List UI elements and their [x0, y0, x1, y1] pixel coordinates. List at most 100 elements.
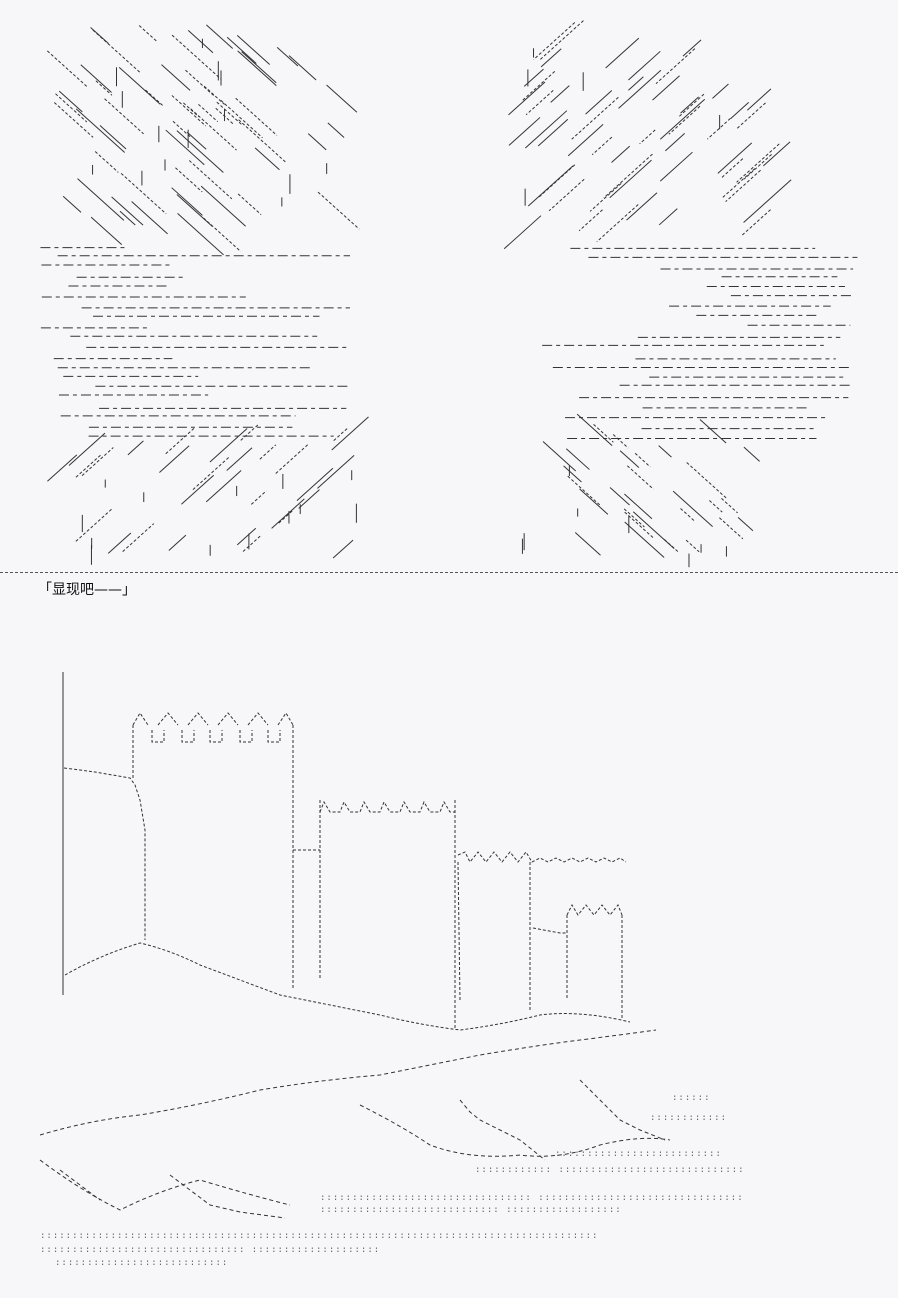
speed-line — [658, 208, 678, 226]
speed-line — [68, 432, 106, 466]
speed-line — [619, 450, 640, 468]
speed-line — [634, 452, 651, 468]
radial-burst-illustration — [40, 20, 858, 568]
speed-line — [579, 488, 609, 515]
speed-line — [236, 527, 257, 546]
dotted-ground-texture: ::::::::::::::::::::::::::::::::::::::::… — [40, 1093, 745, 1268]
speed-line — [240, 423, 260, 441]
speed-line — [659, 151, 693, 182]
speed-line — [522, 70, 556, 101]
speed-line — [298, 489, 320, 509]
speed-line — [237, 50, 277, 87]
speed-line — [725, 169, 761, 203]
speed-line — [332, 539, 354, 559]
speed-line — [550, 85, 570, 103]
speed-line — [220, 99, 263, 139]
speed-line — [190, 108, 237, 151]
speed-line — [563, 465, 582, 483]
speed-line — [712, 83, 729, 99]
speed-line — [238, 119, 286, 163]
speed-line — [275, 444, 309, 474]
speed-line — [717, 142, 753, 174]
speed-line — [203, 85, 225, 105]
speed-line — [138, 25, 157, 42]
speed-line — [603, 153, 653, 199]
speed-line — [327, 122, 345, 138]
speed-line — [508, 81, 546, 116]
speed-line — [176, 130, 224, 173]
svg-text:::::::::::::::::::::::::::::::: :::::::::::::::::::::::::::::::: :::::::… — [40, 1245, 380, 1255]
speed-line — [235, 97, 278, 136]
speed-line — [743, 154, 772, 180]
speed-line — [628, 50, 661, 81]
speed-line — [181, 474, 215, 505]
speed-line — [685, 539, 700, 553]
speed-line — [618, 69, 662, 109]
speed-line — [719, 517, 744, 540]
speed-line — [736, 102, 766, 129]
speed-line — [177, 213, 224, 256]
speed-line — [81, 447, 114, 477]
speed-line — [237, 193, 262, 216]
speed-line — [209, 428, 248, 463]
speed-line — [503, 215, 542, 250]
speed-line — [198, 103, 218, 122]
speed-line — [331, 416, 369, 451]
speed-line — [574, 532, 601, 556]
speed-line — [537, 118, 569, 147]
speed-line — [538, 20, 584, 61]
speed-line — [75, 454, 102, 478]
speed-line — [185, 69, 215, 97]
speed-line — [226, 36, 257, 64]
speed-line — [730, 102, 750, 120]
speed-line — [686, 462, 728, 500]
speed-line — [741, 209, 771, 236]
speed-line — [188, 160, 233, 200]
svg-text:::::::::::::: :::::::::::: — [650, 1113, 727, 1123]
speed-line — [605, 37, 640, 69]
svg-text::::::::::::: ::::::::::::::::: :::::::::::: :::::::::::::::::::::::::::… — [475, 1165, 745, 1175]
speed-line — [165, 129, 205, 166]
speed-line — [259, 444, 277, 460]
speed-line — [576, 413, 613, 446]
speed-line — [242, 535, 261, 552]
speed-line — [90, 27, 109, 44]
speed-line — [145, 89, 164, 107]
speed-line — [565, 448, 590, 470]
speed-line — [58, 90, 83, 113]
speed-line — [746, 88, 772, 111]
speed-line — [720, 158, 744, 179]
svg-text:::::::::::::::::::::::::::: :::::::::::::::::::::::::: — [555, 1149, 722, 1159]
speed-line — [609, 159, 652, 199]
speed-line — [593, 424, 614, 443]
speed-line — [278, 509, 295, 524]
speed-line — [200, 185, 246, 227]
speed-line — [680, 508, 695, 522]
speed-line — [216, 101, 243, 125]
speed-line — [127, 440, 144, 456]
svg-text:::::::::::::::::::::::::::::::: ::::::::::::::::::::::::::::::::::::::::… — [40, 1231, 598, 1241]
speed-line — [567, 475, 601, 506]
speed-line — [736, 143, 780, 183]
speed-line — [540, 48, 562, 68]
speed-line — [567, 124, 604, 157]
svg-text:::::::::::::::::::::::::::::::: ::::::::::::::::::::::::::::::::: ::::::… — [320, 1193, 744, 1203]
speed-line — [525, 89, 554, 116]
speed-line — [176, 194, 213, 227]
speed-line — [205, 470, 242, 503]
speed-line — [75, 508, 113, 542]
speed-line — [251, 490, 267, 505]
speed-line — [203, 217, 242, 252]
svg-text:::::::::::::::::::::::::::::: :::::::::::::::::::::::::::: :::::::::::… — [320, 1205, 622, 1215]
speed-line — [659, 98, 706, 140]
speed-line — [99, 125, 127, 150]
speed-line — [333, 426, 349, 441]
speed-line — [80, 64, 112, 93]
speed-line — [508, 117, 541, 146]
speed-line — [623, 508, 645, 528]
speed-line — [171, 95, 207, 127]
burst-speed-lines — [40, 20, 858, 568]
svg-text:::::::: :::::: — [672, 1093, 711, 1103]
speed-line — [585, 90, 613, 115]
speed-line — [672, 490, 713, 528]
